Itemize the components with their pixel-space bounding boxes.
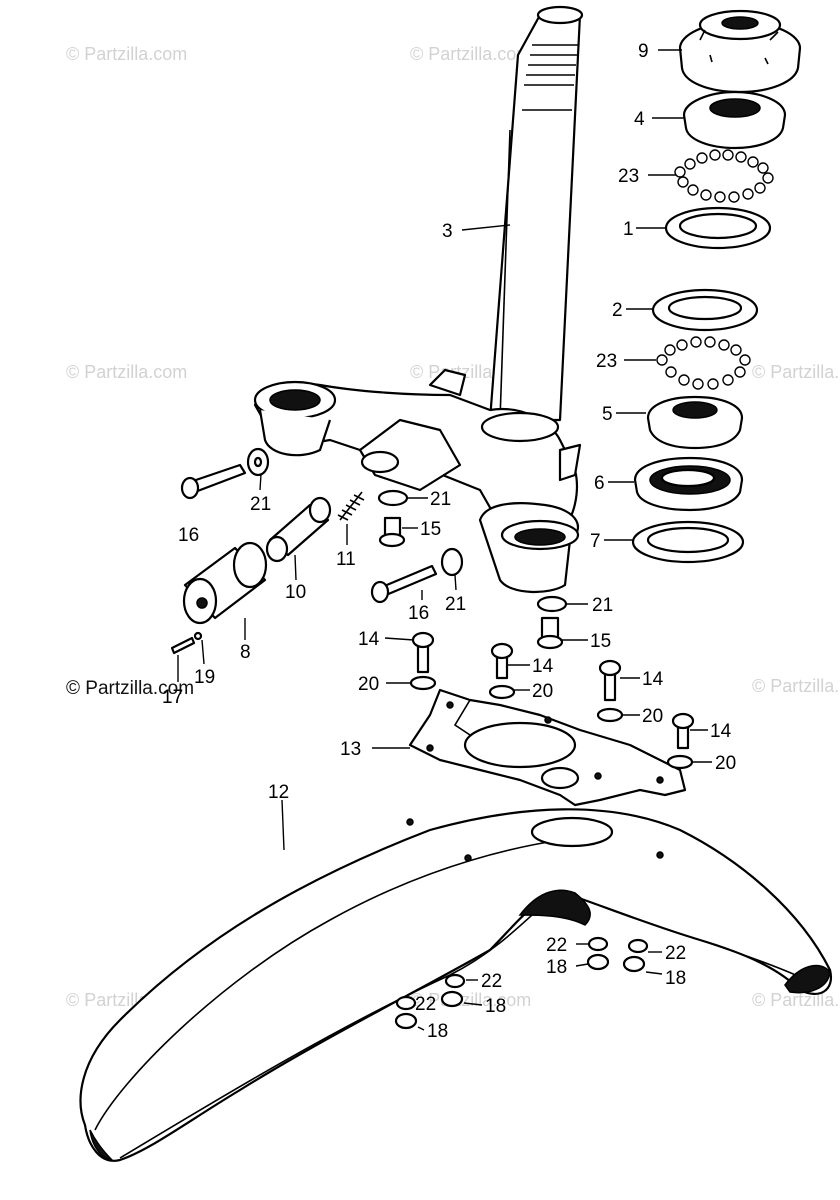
watermark-text: © Partzilla.com [66, 678, 194, 699]
callout-20: 20 [642, 706, 663, 727]
callout-8: 8 [240, 642, 251, 663]
callout-10: 10 [285, 582, 306, 603]
callout-14: 14 [532, 656, 554, 677]
callout-19: 19 [194, 667, 215, 688]
callout-20: 20 [358, 674, 379, 695]
callout-23: 23 [618, 166, 639, 187]
watermark-text: © Partzilla.com [410, 44, 531, 64]
callout-18: 18 [485, 996, 506, 1017]
ball-bearing-ring [674, 149, 774, 203]
callout-13: 13 [340, 739, 361, 760]
callout-18: 18 [546, 957, 567, 978]
callout-21: 21 [250, 494, 271, 515]
watermark-text: © Partzilla.com [752, 676, 840, 696]
callout-3: 3 [442, 221, 453, 242]
callout-2: 2 [612, 300, 623, 321]
callout-15: 15 [590, 631, 611, 652]
callout-18: 18 [427, 1021, 448, 1042]
callout-21: 21 [445, 594, 466, 615]
watermark-text: © Partzilla.com [752, 362, 840, 382]
callout-16: 16 [408, 603, 429, 624]
lower-triple-clamp [253, 368, 582, 594]
callout-17: 17 [162, 687, 183, 708]
callout-9: 9 [638, 41, 649, 62]
hardware [170, 447, 695, 1030]
callout-22: 22 [546, 935, 567, 956]
front-fender [79, 808, 833, 1162]
watermark-text: © Partzilla.com [66, 362, 187, 382]
callout-1: 1 [623, 219, 634, 240]
callout-6: 6 [594, 473, 605, 494]
callout-18: 18 [665, 968, 686, 989]
callout-12: 12 [268, 782, 289, 803]
steering-stem [488, 5, 584, 422]
callout-21: 21 [430, 489, 451, 510]
callout-4: 4 [634, 109, 645, 130]
callout-20: 20 [532, 681, 553, 702]
callout-15: 15 [420, 519, 441, 540]
bottom-bearing-stack [631, 288, 759, 564]
callout-14: 14 [642, 669, 664, 690]
callout-16: 16 [178, 525, 199, 546]
callout-14: 14 [358, 629, 380, 650]
callout-7: 7 [590, 531, 601, 552]
callout-20: 20 [715, 753, 736, 774]
top-bearing-stack [664, 9, 802, 250]
callout-14: 14 [710, 721, 732, 742]
callout-23: 23 [596, 351, 617, 372]
watermark-text: © Partzilla.com [410, 990, 531, 1010]
callout-21: 21 [592, 595, 613, 616]
ball-bearing-ring [656, 336, 751, 390]
callout-5: 5 [602, 404, 613, 425]
watermarks: © Partzilla.com © Partzilla.com © Partzi… [66, 44, 840, 1010]
callout-22: 22 [665, 943, 686, 964]
watermark-text: © Partzilla.com [66, 44, 187, 64]
leader-lines [177, 49, 712, 1031]
fender-bracket [408, 688, 687, 807]
watermark-text: © Partzilla.com [752, 990, 840, 1010]
callout-22: 22 [415, 994, 436, 1015]
callout-11: 11 [336, 549, 356, 570]
callout-22: 22 [481, 971, 502, 992]
callout-labels: 9 4 23 1 3 2 23 5 6 7 21 16 21 15 11 10 … [162, 41, 736, 1042]
